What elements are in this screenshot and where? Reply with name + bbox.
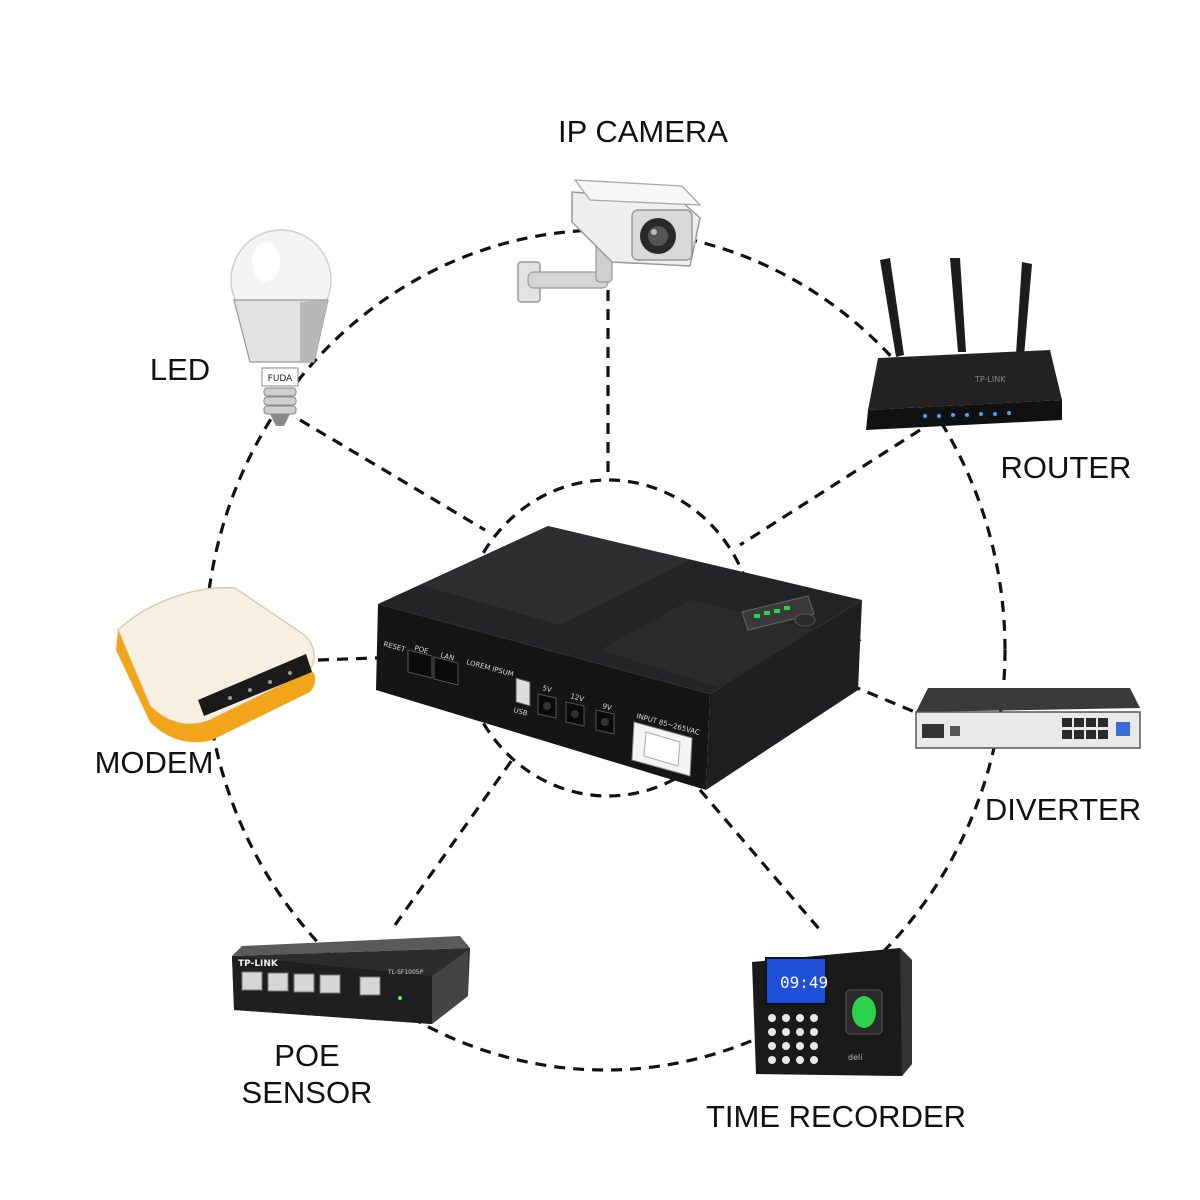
router-brand-text: TP-LINK <box>974 375 1006 384</box>
spoke-led <box>299 418 486 532</box>
router-label: ROUTER <box>1001 450 1132 485</box>
led-bulb-icon: FUDA <box>230 229 332 426</box>
modem-label: MODEM <box>95 745 214 780</box>
ip-camera-icon <box>517 179 702 303</box>
outer-ring <box>203 228 1007 1072</box>
switch-model-text: TL-SF1005P <box>387 969 424 976</box>
ip-camera-label: IP CAMERA <box>558 114 728 149</box>
switch-brand-text: TP-LINK <box>238 959 279 969</box>
spoke-time-recorder <box>698 788 822 932</box>
spoke-router <box>739 428 921 547</box>
poe-switch-icon: TP-LINK TL-SF1005P <box>232 936 470 1024</box>
time-recorder-label: TIME RECORDER <box>706 1099 966 1134</box>
poe-sensor-label-line2: SENSOR <box>242 1075 373 1110</box>
port-9v-label: 9V <box>601 702 612 712</box>
router-icon: TP-LINK <box>866 258 1062 430</box>
poe-port-label: POE <box>413 644 429 655</box>
port-12v-label: 12V <box>569 692 585 703</box>
clock-brand-text: deli <box>848 1053 862 1062</box>
port-5v-label: 5V <box>541 684 552 694</box>
time-recorder-icon: 09:49 deli <box>752 948 912 1076</box>
time-display-text: 09:49 <box>780 973 828 992</box>
diverter-label: DIVERTER <box>985 792 1141 827</box>
lan-port-label: LAN <box>439 651 455 662</box>
diverter-icon <box>915 688 1141 749</box>
led-label: LED <box>150 352 210 387</box>
modem-icon <box>116 586 316 743</box>
poe-sensor-label-line1: POE <box>274 1038 339 1073</box>
usb-label: USB <box>512 706 528 717</box>
mini-ups-device: RESET POE LAN LOREM IPSUM USB 5V 12V 9V … <box>376 526 862 790</box>
spoke-diverter <box>849 683 916 714</box>
spoke-poe-sensor <box>393 759 514 926</box>
bulb-brand-text: FUDA <box>268 374 294 384</box>
